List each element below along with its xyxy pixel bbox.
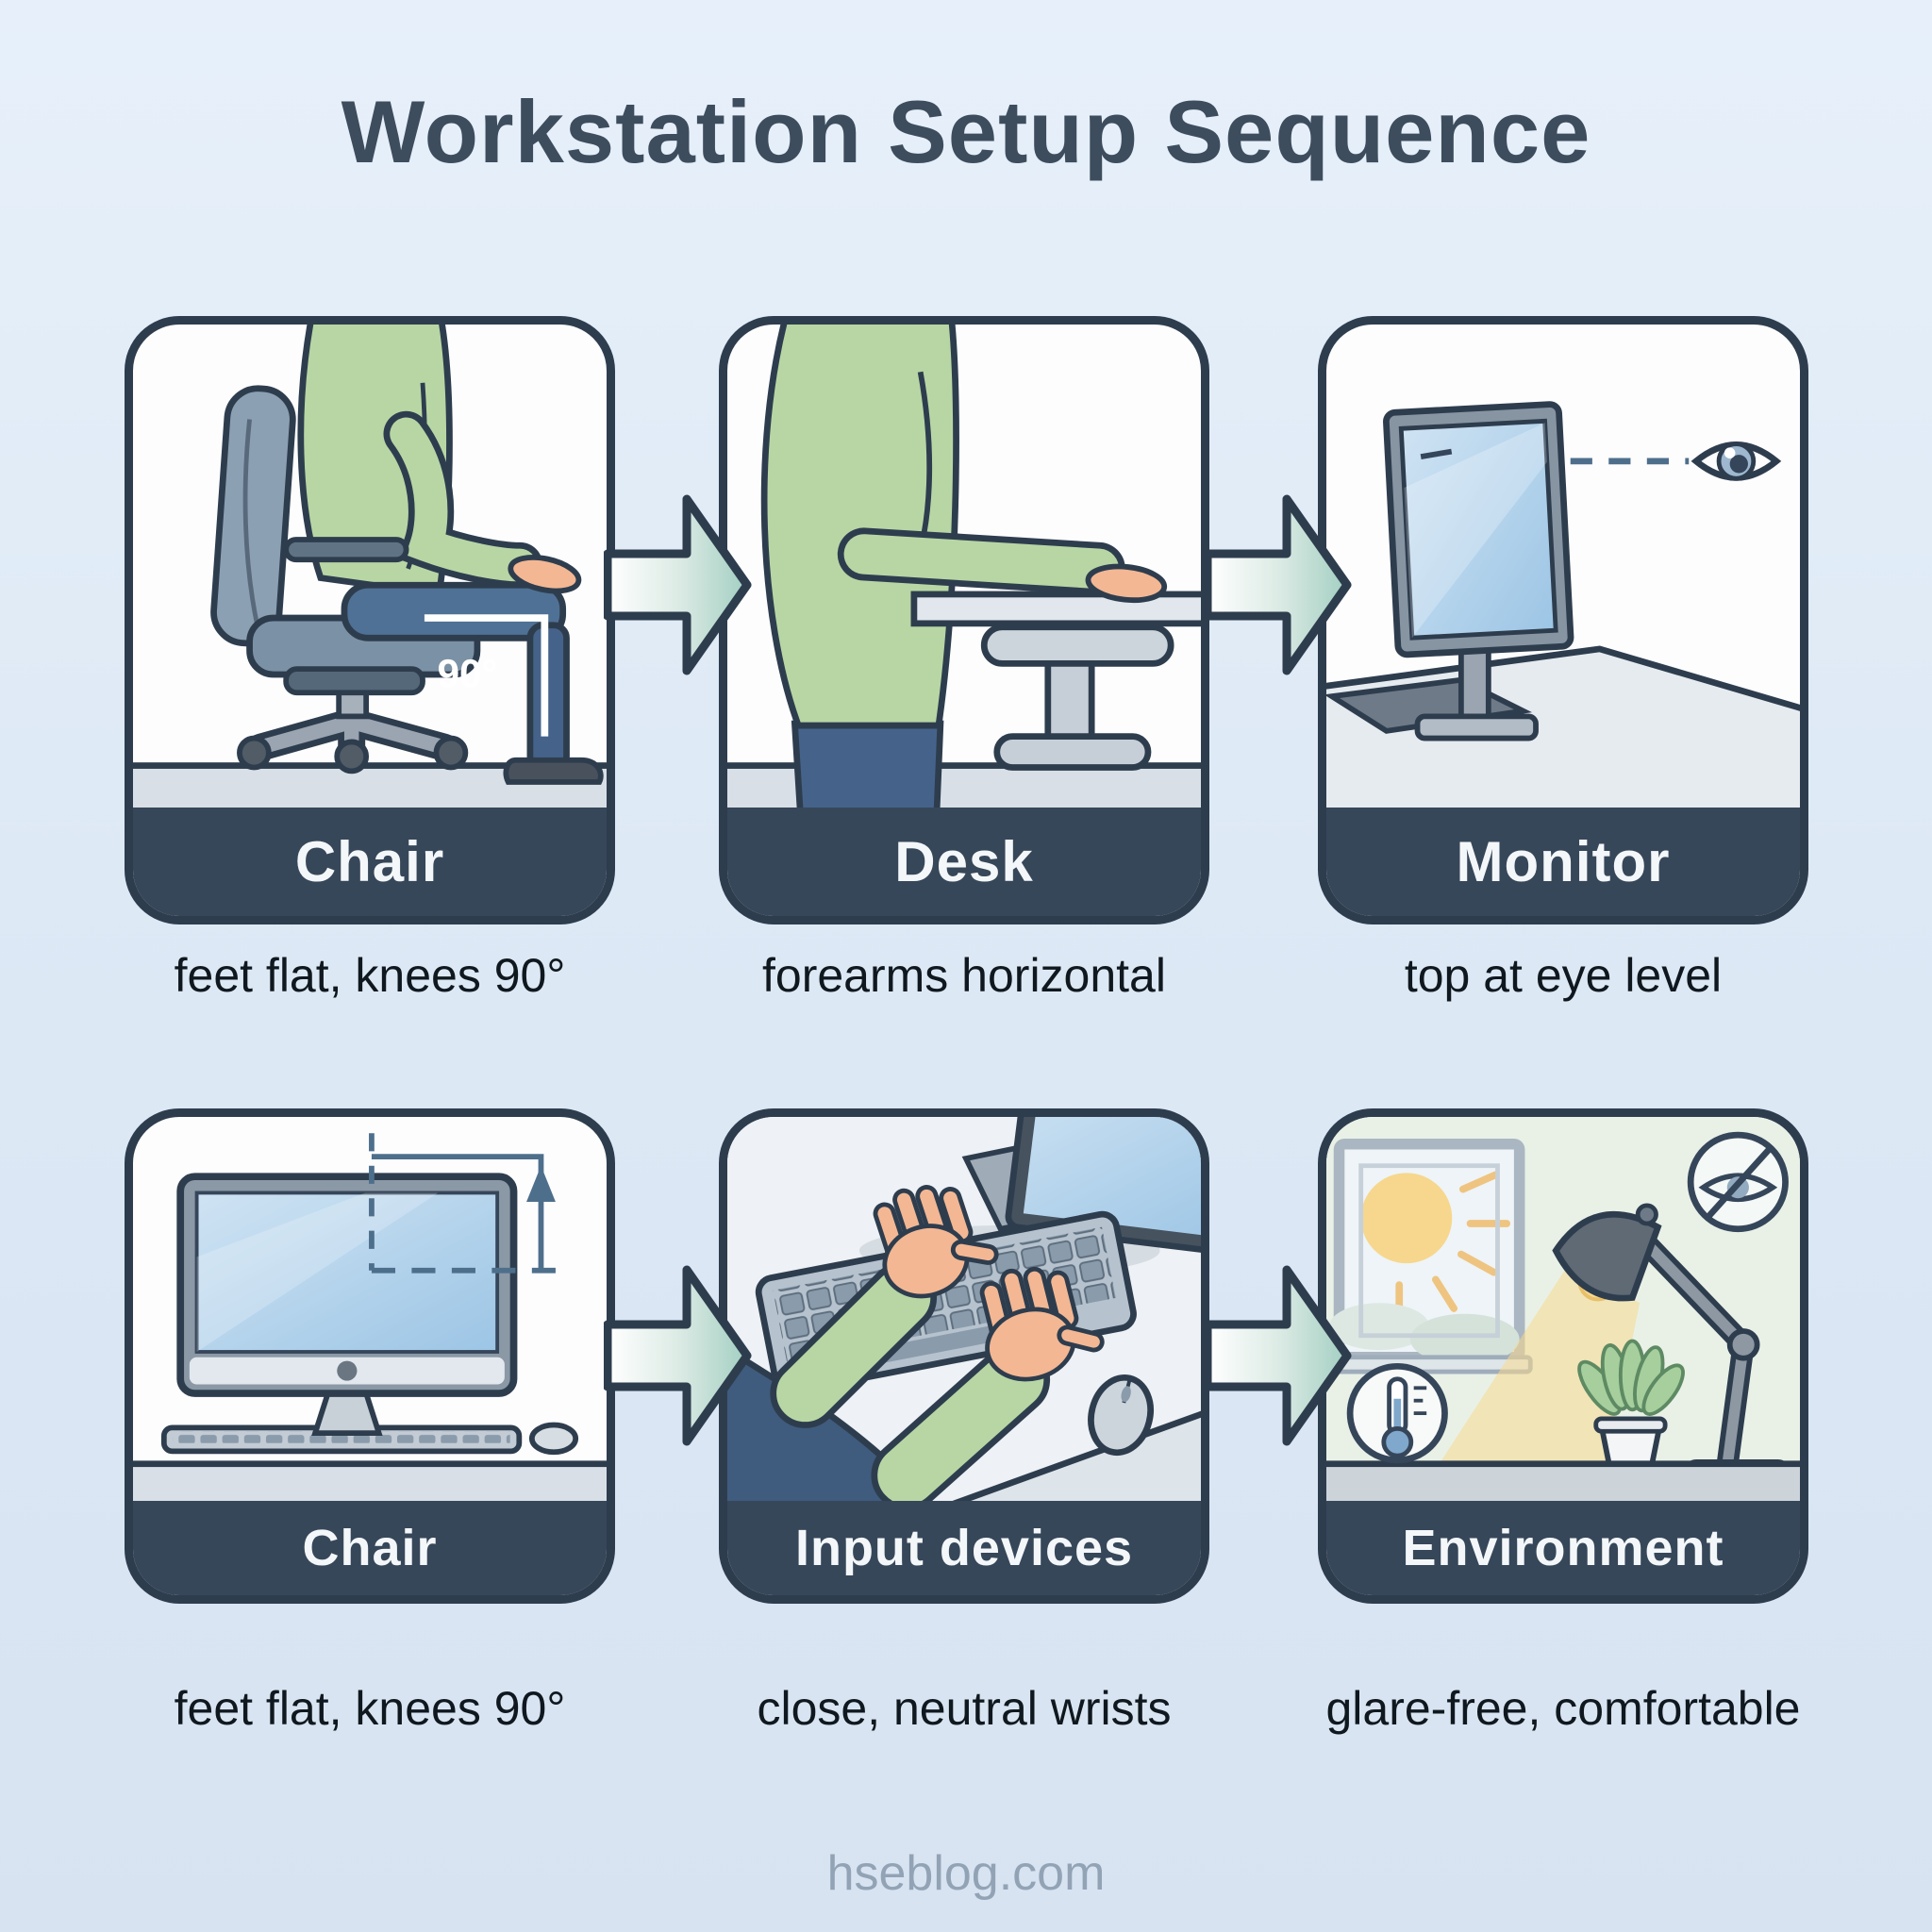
up-arrow-icon (526, 1165, 556, 1203)
panel-label-band: Input devices (727, 1501, 1201, 1595)
panel-label: Monitor (1456, 830, 1671, 893)
sun-icon (1360, 1171, 1511, 1322)
right-arrow-icon (604, 494, 752, 675)
panel-card-chair-1: 90° Chair (125, 316, 615, 924)
panel-label: Input devices (794, 1520, 1134, 1576)
panel-label-band: Chair (133, 1501, 607, 1595)
panel-caption: glare-free, comfortable (1325, 1682, 1801, 1735)
monitor-height-illustration (133, 1117, 607, 1501)
monitor-shape (1383, 401, 1574, 658)
measure-bracket (371, 1154, 544, 1271)
panel-label: Environment (1402, 1520, 1724, 1576)
monitor-shape (1005, 1117, 1201, 1259)
panel-caption: feet flat, knees 90° (174, 1682, 566, 1735)
mouse-shape (528, 1422, 579, 1456)
panel-label: Desk (894, 830, 1034, 893)
panel-caption: top at eye level (1404, 949, 1723, 1002)
right-arrow-icon (1204, 1265, 1352, 1446)
panel-label-band: Chair (133, 808, 607, 916)
panel-card-chair-2: Chair (125, 1108, 615, 1604)
right-arrow-icon (604, 1265, 752, 1446)
panel-caption: feet flat, knees 90° (174, 949, 566, 1002)
eye-icon (1690, 441, 1782, 481)
chair-illustration: 90° (133, 325, 607, 808)
window (1326, 1138, 1533, 1374)
monitor-illustration (1326, 325, 1800, 808)
mouse-shape (1088, 1374, 1154, 1457)
right-angle-guide (424, 614, 549, 737)
watermark: hseblog.com (826, 1846, 1106, 1901)
light-beam (1439, 1261, 1641, 1464)
panel-label: Chair (294, 830, 445, 893)
panel-label-band: Desk (727, 808, 1201, 916)
panel-card-monitor: Monitor (1318, 316, 1808, 924)
input-devices-illustration (727, 1117, 1201, 1501)
panel-card-desk: Desk (719, 316, 1209, 924)
thermometer-icon (1346, 1362, 1448, 1464)
panel-caption: forearms horizontal (762, 949, 1166, 1002)
no-glare-icon (1687, 1131, 1789, 1233)
panel-card-input-devices: Input devices (719, 1108, 1209, 1604)
panel-label-band: Environment (1326, 1501, 1800, 1595)
desk-illustration (727, 325, 1201, 808)
angle-annotation: 90° (437, 652, 497, 696)
environment-illustration (1326, 1117, 1800, 1501)
panel-caption: close, neutral wrists (757, 1682, 1172, 1735)
monitor-shape (176, 1173, 518, 1397)
right-arrow-icon (1204, 494, 1352, 675)
right-hand (979, 1266, 1105, 1382)
panel-label-band: Monitor (1326, 808, 1800, 916)
page-title: Workstation Setup Sequence (341, 82, 1591, 181)
left-hand (873, 1185, 999, 1299)
panel-label: Chair (302, 1520, 438, 1576)
panel-card-environment: Environment (1318, 1108, 1808, 1604)
plant-icon (1577, 1339, 1685, 1474)
